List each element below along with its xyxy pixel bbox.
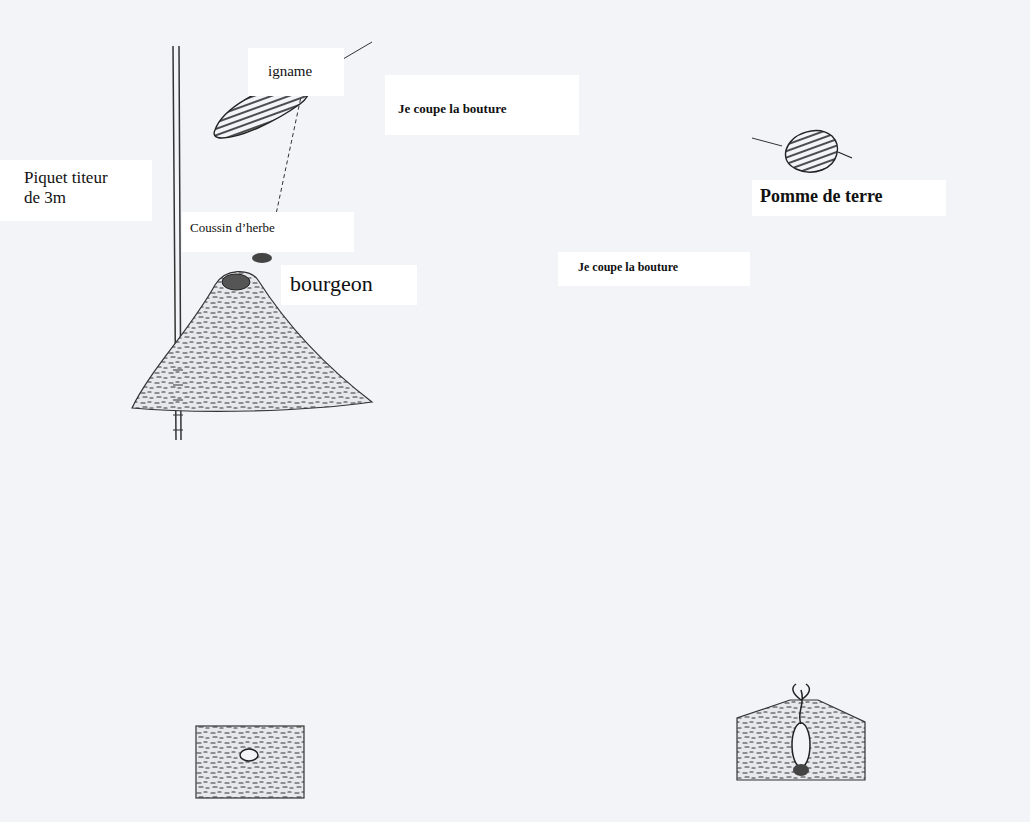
action-label-box: Je coupe la bouture [558,252,750,286]
action-label-box: Je coupe la bouture [385,75,579,135]
part-label-box: Coussin d’herbe [182,212,354,252]
bud [252,253,272,263]
part-label: igname [268,62,334,80]
part-label-box: bourgeon [281,265,417,305]
part-label: bourgeon [290,271,409,297]
action-label: Je coupe la bouture [578,260,742,274]
grass-cushion [222,274,250,290]
part-label-box: Pomme de terre [752,180,946,216]
soil-block [196,726,304,798]
part-label: Pomme de terre [760,186,938,208]
action-label: Je coupe la bouture [398,101,571,117]
soil-mound [737,700,865,780]
shoot [793,684,810,724]
part-label: Coussin d’herbe [190,220,346,236]
potato-tuber [786,131,838,172]
part-label: Piquet titeur de 3m [24,168,120,209]
leader-line [752,138,782,146]
part-label-box: igname [248,48,344,96]
part-label-box: Piquet titeur de 3m [0,160,152,221]
